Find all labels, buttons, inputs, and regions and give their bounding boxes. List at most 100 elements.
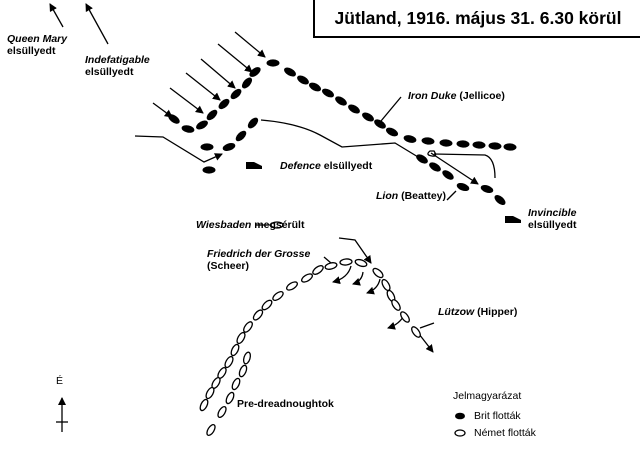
british-ship — [168, 114, 180, 124]
title-box: Jütland, 1916. május 31. 6.30 körül — [313, 0, 640, 38]
german-ship — [199, 398, 209, 412]
british-ship — [235, 130, 247, 142]
german-ship — [339, 258, 353, 266]
german-ship — [354, 258, 368, 268]
german-ship — [286, 281, 298, 291]
german-ship — [243, 321, 253, 333]
legend-item-british: Brit flották — [474, 410, 521, 422]
german-ship — [205, 386, 215, 400]
fire-arrow — [152, 102, 173, 118]
british-ship — [249, 67, 261, 77]
legend-german-symbol — [454, 429, 466, 437]
german-ship — [217, 405, 227, 419]
label-friedrich-der-grosse: Friedrich der Grosse (Scheer) — [207, 248, 310, 272]
british-ship — [322, 88, 334, 98]
legend-title: Jelmagyarázat — [453, 390, 522, 402]
british-ship — [456, 140, 470, 148]
british-ship — [362, 112, 374, 122]
sunk-ship-icon-invincible — [505, 216, 521, 223]
british-ship — [196, 120, 208, 130]
ship-status: elsüllyedt — [85, 66, 134, 78]
leader-line — [446, 190, 457, 201]
fire-arrow — [169, 87, 204, 114]
compass-north-label: É — [56, 375, 64, 387]
label-queen-mary: Queen Mary elsüllyedt — [7, 33, 67, 57]
british-ship — [416, 154, 428, 164]
ship-name: Invincible — [528, 207, 577, 219]
british-ship — [348, 104, 360, 114]
leader-line — [419, 322, 435, 329]
german-ship — [272, 291, 284, 301]
german-ship — [312, 265, 324, 275]
label-lutzow: Lützow (Hipper) — [438, 306, 517, 318]
british-ship — [284, 67, 296, 77]
label-indefatigable: Indefatigable elsüllyedt — [85, 54, 150, 78]
german-ship — [400, 311, 410, 323]
german-turn-arrow — [418, 333, 434, 353]
british-ship — [222, 143, 236, 151]
ship-name: Queen Mary — [7, 33, 68, 45]
commander: (Jellicoe) — [459, 90, 505, 102]
leader-line — [323, 256, 332, 264]
british-ship — [297, 75, 309, 85]
queen-mary-arrow — [49, 3, 64, 28]
british-ship — [218, 98, 230, 110]
german-ship — [324, 262, 338, 270]
ship-name: Friedrich der Grosse — [207, 248, 311, 260]
german-ship — [224, 355, 234, 369]
label-iron-duke: Iron Duke (Jellicoe) — [408, 90, 505, 102]
german-ship — [206, 423, 216, 437]
ship-status: elsüllyedt — [323, 160, 373, 172]
british-ship — [202, 166, 216, 174]
ship-name: Indefatigable — [85, 54, 150, 66]
label-wiesbaden: Wiesbaden megsérült — [196, 219, 304, 231]
fire-arrow — [200, 58, 236, 89]
german-ship — [242, 351, 252, 365]
ship-name: Iron Duke — [408, 90, 457, 102]
german-turn-arrow — [366, 278, 381, 295]
label-lion: Lion (Beattey) — [376, 190, 446, 202]
track-line — [260, 119, 424, 161]
commander: (Hipper) — [477, 306, 518, 318]
british-ship — [181, 125, 195, 133]
british-ship — [429, 162, 441, 172]
german-turn-arrow — [332, 265, 352, 285]
label-pre-dreadnoughts: Pre-dreadnoughtok — [237, 398, 334, 410]
ship-status: elsüllyedt — [7, 45, 56, 57]
german-ship — [231, 377, 241, 391]
german-ship — [301, 273, 313, 283]
fire-arrow — [234, 31, 266, 58]
british-ship — [308, 82, 322, 92]
british-ship — [385, 127, 399, 137]
german-ship — [381, 278, 391, 292]
legend-british-symbol — [455, 412, 465, 420]
german-ship — [225, 391, 235, 405]
british-ship — [503, 143, 517, 151]
british-ship — [374, 119, 386, 129]
ship-name: Wiesbaden — [196, 219, 252, 231]
sunk-ship-icon-defence — [246, 162, 262, 169]
german-ship — [238, 364, 248, 378]
track-line — [433, 153, 496, 179]
british-ship — [456, 182, 470, 192]
german-ship — [391, 299, 401, 311]
british-ship — [472, 141, 486, 149]
ship-status: megsérült — [254, 219, 305, 231]
british-ship — [230, 88, 242, 100]
german-ship-wiesbaden — [270, 221, 284, 229]
british-ship — [439, 139, 453, 147]
british-ship — [241, 77, 253, 89]
ship-name: Lion — [376, 190, 399, 202]
track-line — [134, 135, 223, 163]
indefatigable-arrow — [85, 3, 109, 45]
british-ship — [421, 137, 435, 145]
label-invincible: Invincible elsüllyedt — [528, 207, 576, 231]
british-ship — [480, 184, 494, 194]
german-ship — [261, 299, 273, 311]
commander: (Beattey) — [401, 190, 447, 202]
british-ship — [266, 59, 280, 67]
british-ship — [488, 142, 502, 150]
british-ship — [335, 96, 347, 106]
